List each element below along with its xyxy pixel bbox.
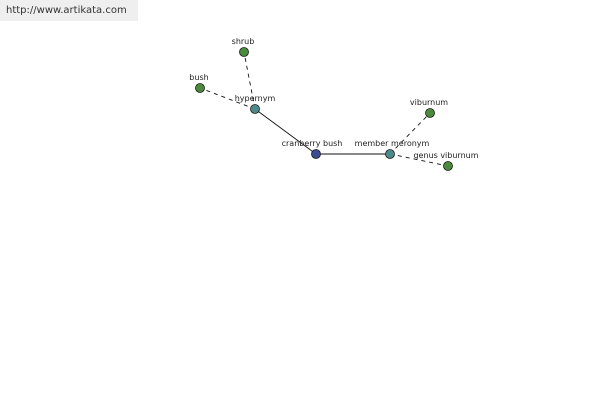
site-url-banner[interactable]: http://www.artikata.com [0,0,138,21]
node-label-genus-viburnum: genus viburnum [413,151,478,160]
node-label-cranberry-bush: cranberry bush [282,139,343,148]
edge-member-meronym-to-genus-viburnum [389,153,449,167]
labels-layer: cranberry bush hypernym member meronym shru… [189,37,478,160]
node-label-viburnum: viburnum [410,98,448,107]
node-label-shrub: shrub [232,37,255,46]
node-shrub[interactable] [239,47,249,57]
node-genus-viburnum[interactable] [443,161,453,171]
edge-cranberry-bush-to-hypernym [254,108,317,155]
node-label-member-meronym: member meronym [355,139,430,148]
node-label-bush: bush [189,73,208,82]
node-viburnum[interactable] [425,108,435,118]
node-hypernym[interactable] [250,104,260,114]
edge-member-meronym-to-viburnum [389,112,431,155]
edge-hypernym-to-shrub [243,51,256,110]
node-bush[interactable] [195,83,205,93]
node-cranberry-bush[interactable] [311,149,321,159]
node-member-meronym[interactable] [385,149,395,159]
nodes-layer [195,47,453,171]
edge-hypernym-to-bush [199,87,256,110]
edges-layer [199,51,449,167]
node-label-hypernym: hypernym [235,94,276,103]
